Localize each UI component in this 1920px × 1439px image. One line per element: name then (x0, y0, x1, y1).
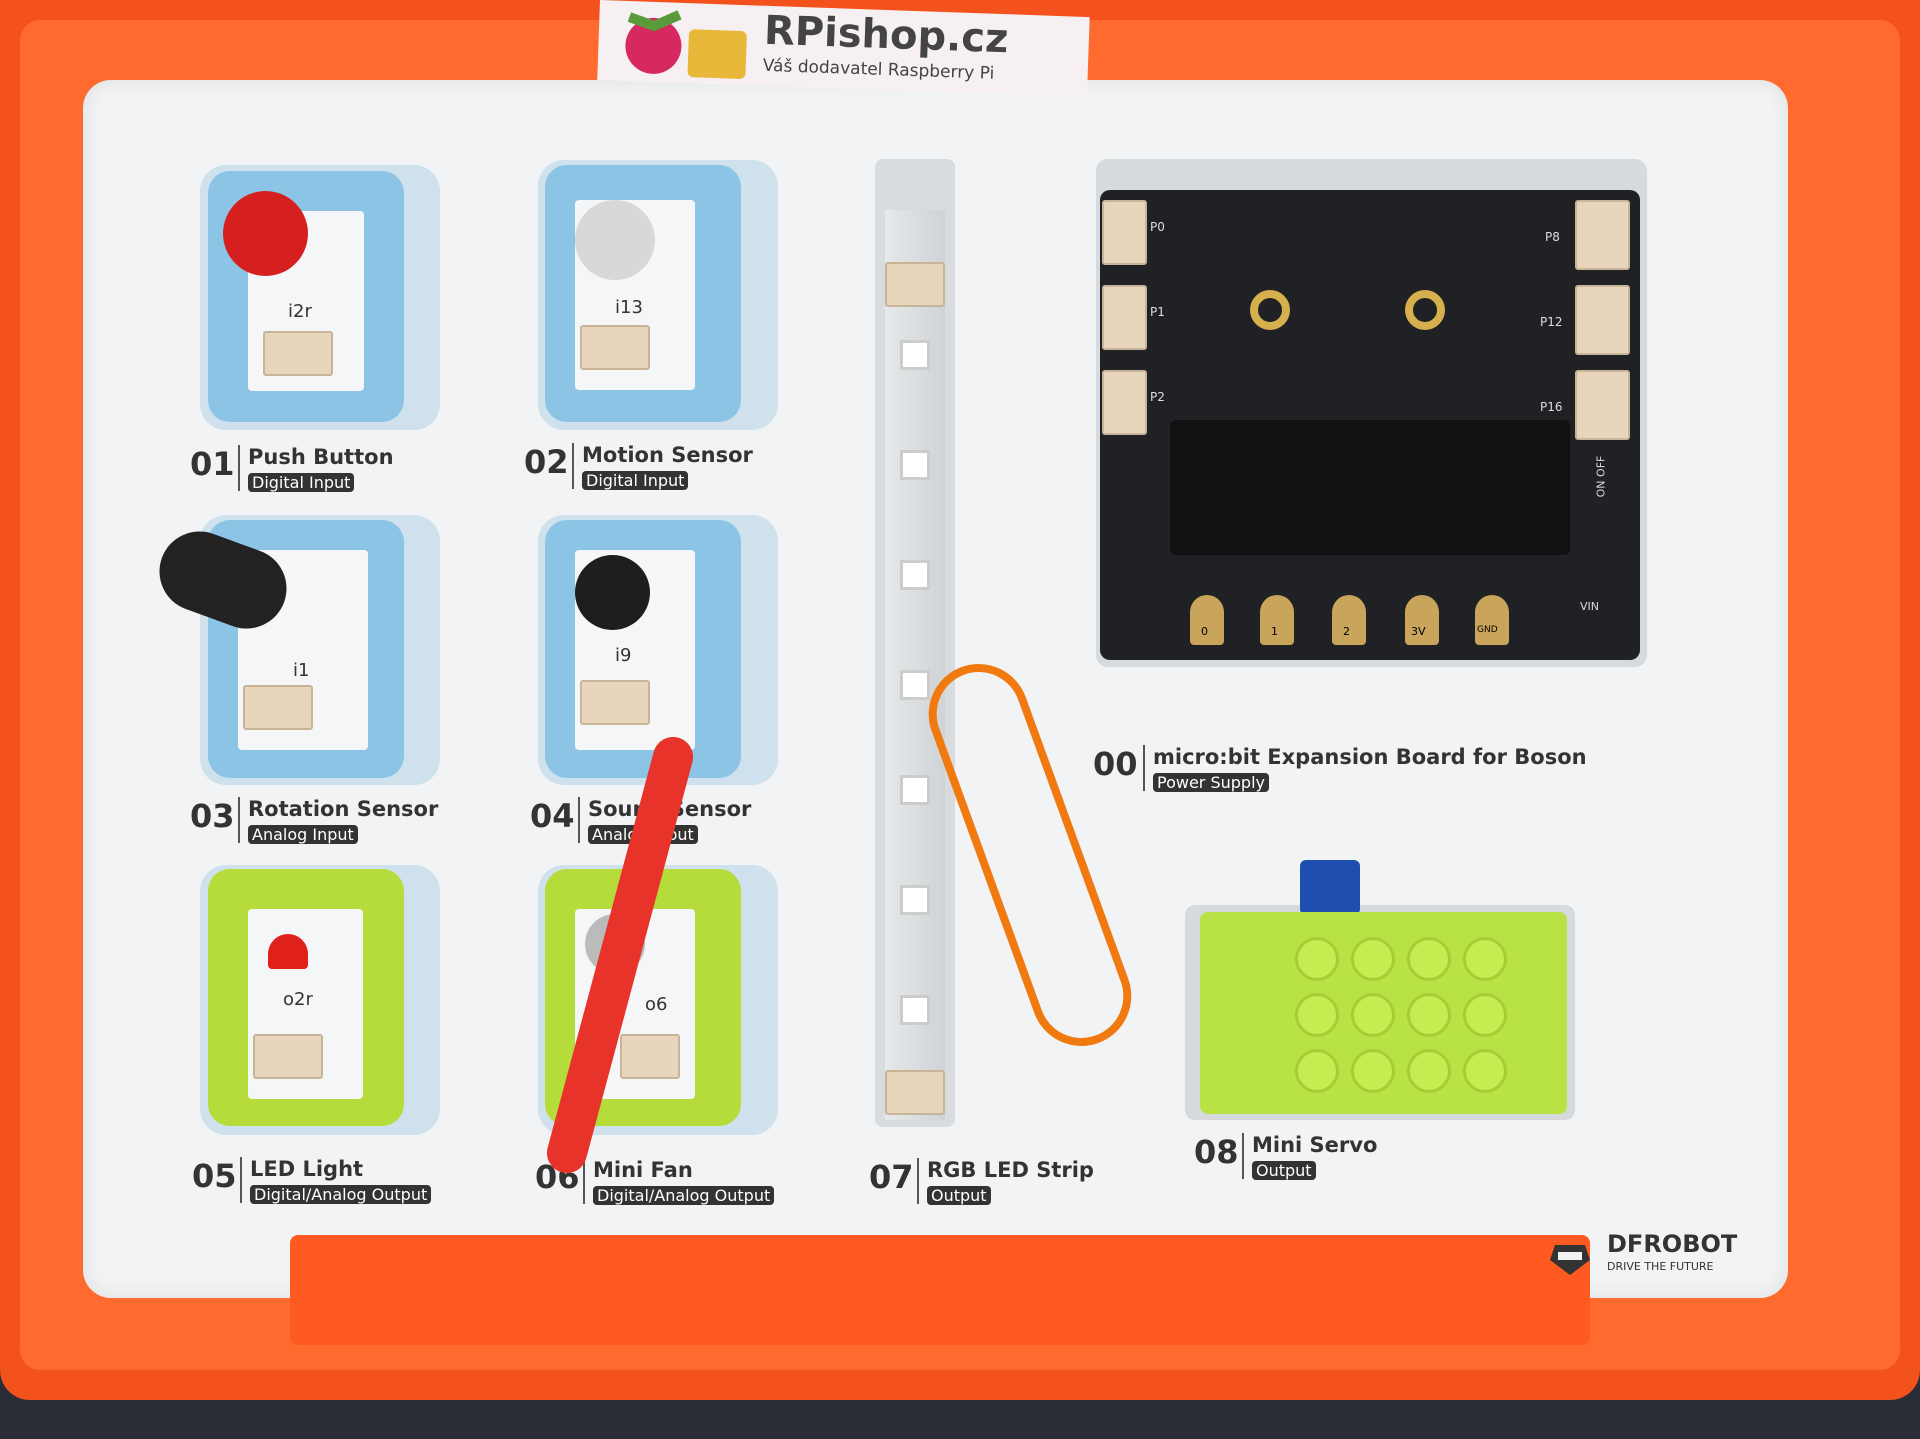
rgb-led (900, 670, 930, 700)
push-button-module: i2r (208, 171, 404, 422)
item-number: 03 (190, 797, 235, 835)
pin-label: P1 (1150, 305, 1165, 319)
item-type-badge: Output (1252, 1161, 1316, 1180)
red-led (268, 934, 308, 969)
pin-pad: 1 (1260, 595, 1294, 645)
rgb-led (900, 560, 930, 590)
item-title: Push Button (248, 445, 394, 469)
sticker-brand: RPishop.cz (763, 7, 1010, 63)
rgb-led (900, 340, 930, 370)
item-number: 08 (1194, 1133, 1239, 1171)
red-button-cap (223, 191, 308, 276)
logo-name: DFROBOT (1607, 1230, 1738, 1258)
rpishop-sticker: RPishop.cz Váš dodavatel Raspberry Pi (597, 0, 1090, 98)
tray-front-flap (290, 1235, 1590, 1345)
vin-label: VIN (1580, 600, 1599, 613)
pin-pad: 3V (1405, 595, 1439, 645)
raspberry-logo-icon (625, 10, 747, 79)
mount-hole (1405, 290, 1445, 330)
item-title: LED Light (250, 1157, 364, 1181)
strip-connector (885, 262, 945, 307)
module-code: o2r (283, 989, 313, 1010)
item-title: Rotation Sensor (248, 797, 439, 821)
logo-slogan: DRIVE THE FUTURE (1607, 1260, 1714, 1273)
item-type-badge: Digital/Analog Output (250, 1185, 432, 1204)
motion-sensor-module: i13 (545, 165, 741, 422)
edge-connector-slot (1170, 420, 1570, 555)
item-number: 01 (190, 445, 235, 483)
pin-label: P2 (1150, 390, 1165, 404)
pin-label: P8 (1545, 230, 1560, 244)
module-code: o6 (645, 994, 668, 1015)
module-code: i1 (293, 660, 310, 681)
item-title: Motion Sensor (582, 443, 753, 467)
mini-servo-lego-bracket (1200, 912, 1567, 1114)
module-code: i9 (615, 645, 632, 666)
dfrobot-robot-icon (1550, 1245, 1590, 1275)
pin-pad: GND (1475, 595, 1509, 645)
item-type-badge: Digital/Analog Output (593, 1186, 775, 1205)
mount-hole (1250, 290, 1290, 330)
pin-pad: 2 (1332, 595, 1366, 645)
item-number: 02 (524, 443, 569, 481)
servo-body (1300, 860, 1360, 915)
pin-pad: 0 (1190, 595, 1224, 645)
item-title: Mini Servo (1252, 1133, 1378, 1157)
led-light-module: o2r (208, 869, 404, 1126)
pir-dome (575, 200, 655, 280)
item-number: 07 (869, 1158, 914, 1196)
item-type-badge: Digital Input (582, 471, 689, 490)
item-title: RGB LED Strip (927, 1158, 1094, 1182)
strip-connector (885, 1070, 945, 1115)
microphone (575, 555, 650, 630)
rotation-sensor-module: i1 (148, 520, 404, 778)
pin-label: P12 (1540, 315, 1563, 329)
pin-label: P0 (1150, 220, 1165, 234)
rgb-led (900, 995, 930, 1025)
item-type-badge: Power Supply (1153, 773, 1269, 792)
item-type-badge: Output (927, 1186, 991, 1205)
item-number: 00 (1093, 745, 1138, 783)
power-switch-label: ON OFF (1594, 455, 1608, 498)
item-title: Mini Fan (593, 1158, 693, 1182)
rgb-led (900, 775, 930, 805)
module-code: i13 (615, 297, 643, 318)
module-code: i2r (288, 301, 312, 322)
rgb-led (900, 450, 930, 480)
item-number: 04 (530, 797, 575, 835)
microbit-expansion-board: P0 P1 P2 P8 P12 P16 ON OFF VIN 0 1 2 3V … (1100, 190, 1640, 660)
item-type-badge: Digital Input (248, 473, 355, 492)
sound-sensor-module: i9 (545, 520, 741, 778)
item-number: 05 (192, 1157, 237, 1195)
pin-label: P16 (1540, 400, 1563, 414)
item-title: micro:bit Expansion Board for Boson (1153, 745, 1587, 769)
item-type-badge: Analog Input (248, 825, 358, 844)
rgb-led (900, 885, 930, 915)
